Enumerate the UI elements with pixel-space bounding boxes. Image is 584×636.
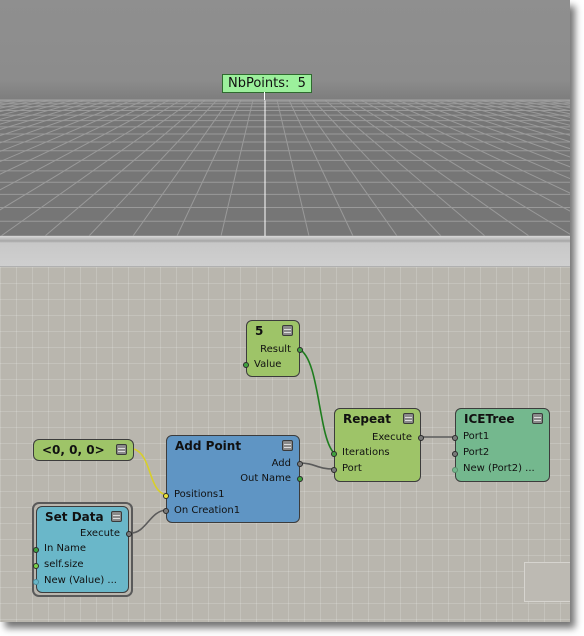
pane-splitter[interactable] (0, 236, 570, 267)
menu-icon[interactable] (282, 325, 293, 336)
floor-grid-line (176, 99, 242, 236)
vector-node[interactable]: <0, 0, 0> (33, 439, 134, 461)
floor-grid-line (44, 99, 206, 236)
menu-icon[interactable] (403, 413, 414, 424)
set-data-title: Set Data (45, 510, 104, 524)
ice-tree-graph[interactable]: 5 Result Value <0, 0, 0> Add Point Add O… (0, 267, 570, 622)
floor-grid-line (336, 99, 530, 236)
floor-grid-line (456, 99, 570, 131)
floor-grid-line (384, 99, 570, 180)
icetree-node[interactable]: ICETree Port1 Port2 New (Port2) ... (452, 408, 550, 482)
nbpoints-pointer (264, 92, 265, 100)
port-port: Port (342, 463, 362, 474)
floor-grid-line (0, 99, 98, 130)
port-positions1: Positions1 (174, 489, 225, 500)
graph-minimap[interactable] (524, 562, 570, 602)
port-out-name: Out Name (240, 473, 291, 484)
input-port-icon[interactable] (243, 362, 249, 368)
floor-grid-line (348, 99, 570, 235)
set-data-node-frame: Set Data Execute In Name self.size New (… (32, 502, 133, 597)
nbpoints-readout: NbPoints: 5 (222, 74, 312, 93)
floor-grid-line (432, 99, 570, 143)
floor-grid-line (0, 99, 134, 152)
menu-icon[interactable] (282, 440, 293, 451)
port-execute: Execute (80, 528, 120, 539)
floor-grid-line (420, 99, 570, 150)
output-port-icon[interactable] (126, 531, 132, 537)
floor-grid-line (324, 99, 486, 236)
input-port-icon[interactable] (163, 508, 169, 514)
menu-icon[interactable] (116, 444, 127, 455)
floor-grid-line (276, 99, 310, 236)
floor-grid-line (0, 99, 110, 137)
port-in-name: In Name (44, 543, 86, 554)
input-port-icon[interactable] (452, 451, 458, 457)
floor-grid-line (300, 99, 398, 236)
port-execute: Execute (372, 432, 412, 443)
floor-grid (0, 99, 570, 236)
floor-grid-line (408, 99, 570, 158)
floor-grid-line (396, 99, 570, 168)
port-iterations: Iterations (342, 447, 390, 458)
wire-result-to-iterations (298, 348, 335, 454)
output-port-icon[interactable] (297, 461, 303, 467)
input-port-icon[interactable] (331, 451, 337, 457)
floor-grid-line (0, 99, 86, 125)
output-port-icon[interactable] (297, 476, 303, 482)
port-on-creation1: On Creation1 (174, 505, 241, 516)
floor-grid-line (132, 99, 230, 236)
repeat-node[interactable]: Repeat Execute Iterations Port (331, 408, 424, 482)
floor-grid-line (372, 99, 570, 194)
floor-grid-line (0, 99, 146, 163)
repeat-title: Repeat (343, 412, 391, 426)
floor-grid-line (0, 99, 122, 144)
floor-grid-line (0, 99, 158, 175)
vector-node-title: <0, 0, 0> (42, 443, 105, 457)
input-port-icon[interactable] (33, 547, 39, 553)
floor-grid-line (220, 99, 254, 236)
floor-grid-line (360, 99, 570, 212)
floor-grid-line (288, 99, 354, 236)
floor-grid-line (468, 99, 570, 126)
wire-execute-to-oncreation (130, 509, 167, 534)
add-point-title: Add Point (175, 439, 242, 453)
3d-viewport[interactable]: NbPoints: 5 (0, 0, 570, 236)
input-port-icon[interactable] (331, 467, 337, 473)
port-self-size: self.size (44, 559, 84, 570)
icetree-title: ICETree (464, 412, 515, 426)
wire-vector-to-positions (133, 448, 167, 496)
set-data-node[interactable]: Set Data Execute In Name self.size New (… (33, 506, 132, 593)
menu-icon[interactable] (111, 511, 122, 522)
input-port-icon[interactable] (452, 435, 458, 441)
menu-icon[interactable] (532, 413, 543, 424)
output-port-icon[interactable] (297, 347, 303, 353)
floor-grid-line (312, 99, 442, 236)
input-port-icon[interactable] (163, 493, 169, 499)
port-result: Result (260, 344, 291, 355)
port-port1: Port1 (463, 431, 490, 442)
floor-grid-line (0, 99, 194, 236)
wire-add-to-port (298, 462, 335, 470)
floor-grid-line (0, 99, 182, 211)
input-port-icon[interactable] (33, 579, 39, 585)
softimage-window: NbPoints: 5 5 Result Value <0, 0, 0> (0, 0, 570, 622)
value-node[interactable]: 5 Result Value (243, 320, 303, 377)
floor-grid-line (88, 99, 218, 236)
port-add: Add (271, 458, 291, 469)
input-port-icon[interactable] (452, 467, 458, 473)
output-port-icon[interactable] (418, 435, 424, 441)
value-node-title: 5 (255, 324, 264, 338)
floor-grid-line (444, 99, 570, 136)
input-port-icon[interactable] (33, 563, 39, 569)
floor-grid-line (0, 99, 170, 191)
port-port2: Port2 (463, 447, 490, 458)
port-new-value: New (Value) ... (44, 575, 117, 586)
port-value: Value (254, 359, 282, 370)
add-point-node[interactable]: Add Point Add Out Name Positions1 On Cre… (163, 435, 303, 523)
port-new-port2: New (Port2) ... (463, 463, 535, 474)
